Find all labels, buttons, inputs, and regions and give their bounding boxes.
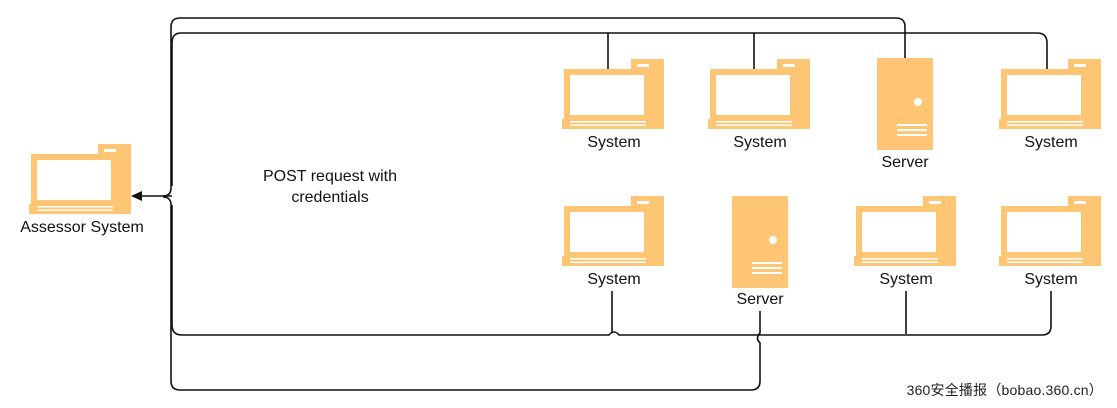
system-node: System: [708, 59, 810, 151]
assessor-label: Assessor System: [20, 219, 144, 236]
system-node: System: [562, 196, 664, 288]
desktop-computer-icon: [562, 196, 664, 266]
desktop-computer-icon: [708, 59, 810, 129]
system-node: System: [999, 59, 1101, 151]
system-label: System: [1024, 271, 1077, 288]
connector-label-line2: credentials: [291, 189, 368, 206]
edge-server-bottom: [162, 196, 761, 391]
edge-top-bus: [171, 32, 1048, 186]
desktop-computer-icon: [29, 144, 131, 214]
edge-server-top: [162, 17, 906, 197]
edge-bottom-bus: [171, 205, 1052, 336]
server-tower-icon: [877, 58, 933, 150]
server-node: Server: [732, 196, 788, 308]
system-label: System: [879, 271, 932, 288]
system-label: System: [587, 271, 640, 288]
desktop-computer-icon: [854, 196, 956, 266]
server-label: Server: [881, 154, 929, 171]
server-label: Server: [736, 291, 784, 308]
server-node: Server: [877, 58, 933, 171]
desktop-computer-icon: [562, 59, 664, 129]
system-label: System: [1024, 134, 1077, 151]
system-label: System: [733, 134, 786, 151]
connector-lines: [140, 17, 1052, 391]
desktop-computer-icon: [999, 59, 1101, 129]
system-node: System: [562, 59, 664, 151]
server-tower-icon: [732, 196, 788, 288]
system-label: System: [587, 134, 640, 151]
system-node: System: [999, 196, 1101, 288]
watermark-text: 360安全播报（bobao.360.cn）: [906, 382, 1103, 398]
system-node: System: [854, 196, 956, 288]
assessor-node: Assessor System: [20, 144, 144, 236]
arrowhead-icon: [131, 191, 142, 201]
connector-label-line1: POST request with: [263, 168, 397, 185]
desktop-computer-icon: [999, 196, 1101, 266]
